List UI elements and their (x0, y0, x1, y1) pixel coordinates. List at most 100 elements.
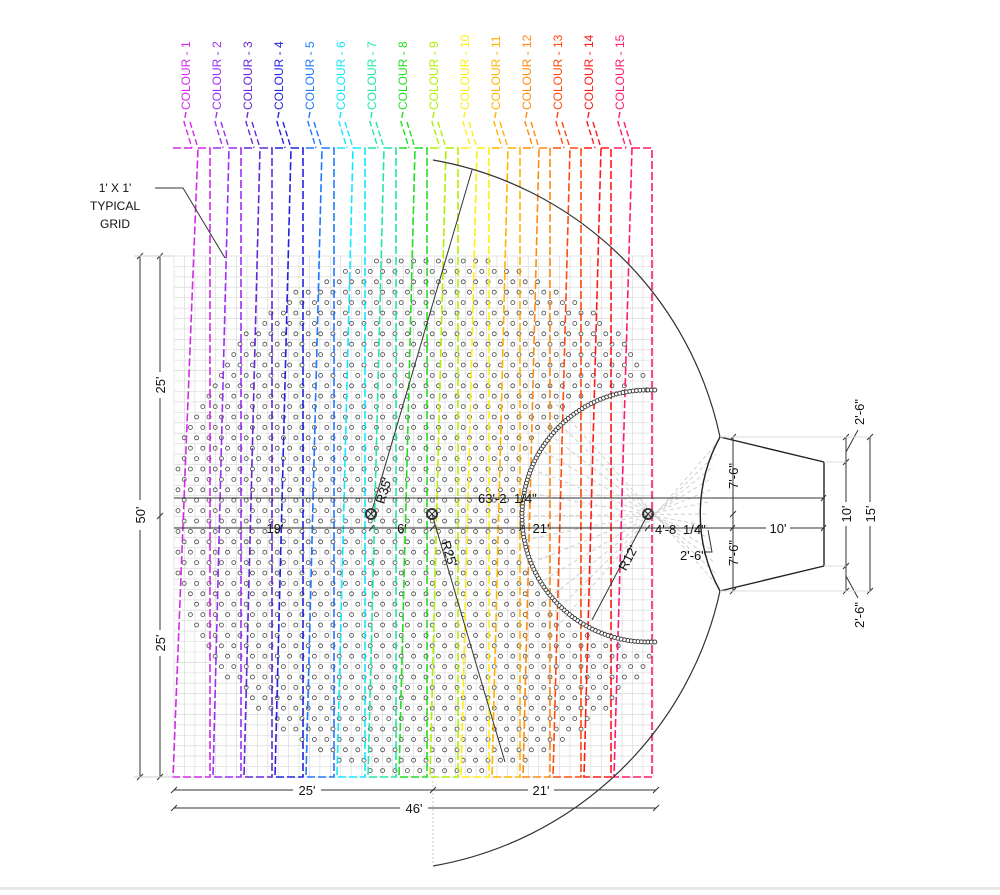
colour-strip-10[interactable]: COLOUR - 10 (458, 34, 490, 778)
dot (473, 591, 479, 597)
dot (429, 560, 435, 565)
dot (404, 310, 410, 316)
dot (566, 393, 571, 399)
dot (243, 497, 249, 503)
dot (448, 445, 454, 451)
strip-outline (367, 147, 397, 778)
dot (566, 310, 571, 316)
strip-label: COLOUR - 12 (520, 34, 534, 110)
colour-strip-8[interactable]: COLOUR - 8 (396, 41, 428, 778)
dot (274, 404, 280, 410)
colour-strip-2[interactable]: COLOUR - 2 (210, 41, 242, 778)
dot (466, 268, 472, 274)
dot (466, 310, 472, 316)
dot (603, 643, 609, 649)
dot (497, 653, 503, 659)
dot (380, 539, 386, 545)
dot (218, 560, 224, 565)
dot (572, 674, 578, 680)
dot (318, 560, 324, 565)
colour-strip-1[interactable]: COLOUR - 1 (172, 41, 211, 778)
grid-note-leader (155, 187, 226, 259)
dot (479, 622, 485, 628)
colour-strip-14[interactable]: COLOUR - 14 (582, 34, 612, 778)
dot (361, 300, 367, 306)
dot (442, 747, 448, 753)
dot (380, 393, 386, 399)
dot (435, 653, 441, 659)
dot (491, 435, 497, 441)
dot (287, 653, 293, 659)
dot (231, 664, 237, 669)
colour-strip-12[interactable]: COLOUR - 12 (520, 34, 551, 778)
dot (429, 664, 435, 669)
dot (497, 549, 503, 555)
colour-strip-11[interactable]: COLOUR - 11 (489, 35, 521, 778)
dot (268, 581, 274, 586)
dot (560, 716, 565, 721)
dot (243, 643, 249, 649)
dot (262, 653, 268, 659)
dot (336, 383, 342, 389)
dot (603, 372, 609, 378)
dot (454, 643, 460, 649)
dot (491, 581, 497, 586)
dot (330, 414, 336, 420)
dot (311, 737, 317, 742)
dot (330, 518, 336, 524)
colour-strip-4[interactable]: COLOUR - 4 (272, 41, 304, 778)
dot (249, 674, 255, 680)
dot (200, 612, 206, 617)
colour-strip-13[interactable]: COLOUR - 13 (551, 34, 582, 778)
dot (293, 352, 299, 358)
dot (479, 581, 485, 586)
dot (516, 435, 522, 441)
dot (237, 633, 243, 638)
dot (373, 716, 379, 721)
dot (324, 737, 330, 742)
dot (473, 279, 479, 285)
dot (404, 726, 410, 732)
dot (200, 424, 206, 430)
dot (473, 445, 479, 451)
dim-seg-19: 19' (267, 521, 284, 536)
dot (287, 549, 293, 555)
dot (361, 549, 367, 555)
dot (318, 372, 324, 378)
dot (355, 310, 361, 316)
dot (330, 435, 336, 441)
dot (386, 570, 392, 576)
colour-strip-3[interactable]: COLOUR - 3 (241, 41, 273, 778)
dot (262, 674, 268, 680)
dot (466, 331, 472, 337)
dot (448, 737, 454, 742)
colour-strip-9[interactable]: COLOUR - 9 (427, 41, 459, 778)
dot (560, 633, 565, 638)
dot (479, 664, 485, 669)
dot (392, 414, 398, 420)
dot (274, 341, 280, 347)
dot (497, 570, 503, 576)
dot (404, 539, 410, 545)
dot (342, 560, 348, 565)
dot (386, 549, 392, 555)
dot (225, 529, 231, 534)
dot (361, 383, 367, 389)
dot (516, 685, 522, 690)
radial-guide (555, 403, 719, 587)
dot (398, 591, 404, 597)
dot (342, 352, 348, 358)
colour-strip-5[interactable]: COLOUR - 5 (303, 41, 335, 778)
dot (361, 653, 367, 659)
dot (553, 414, 559, 420)
dot (256, 435, 262, 441)
colour-strip-7[interactable]: COLOUR - 7 (365, 41, 397, 778)
colour-strip-6[interactable]: COLOUR - 6 (334, 41, 366, 778)
dot (485, 445, 491, 451)
dot (541, 393, 547, 399)
dot (541, 601, 547, 607)
dot (522, 279, 528, 285)
dot (504, 622, 510, 628)
dot (386, 674, 392, 680)
dot (280, 601, 286, 607)
